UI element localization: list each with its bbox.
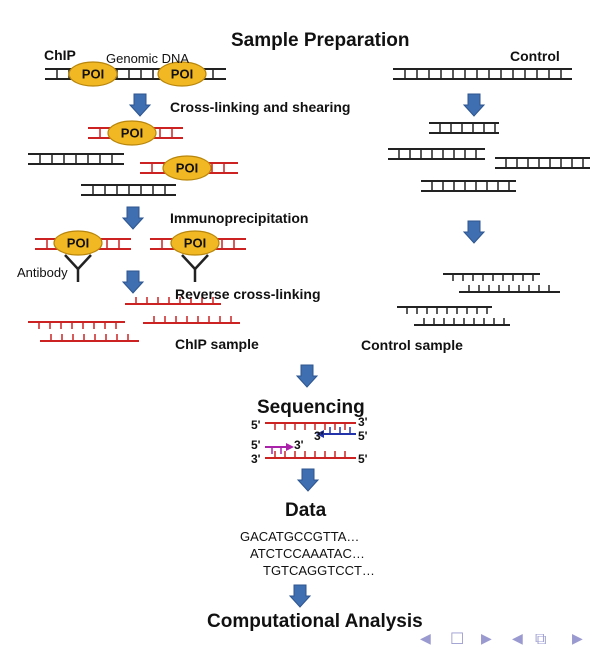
protein-poi-5: POI	[53, 230, 103, 256]
label-control: Control	[510, 48, 560, 64]
seq-primer-magenta	[265, 443, 294, 454]
label-data: Data	[285, 500, 327, 521]
protein-poi-6: POI	[170, 230, 220, 256]
label-sequencing: Sequencing	[257, 397, 365, 418]
antibody-1	[64, 254, 92, 282]
seq-primer2-3prime: 3'	[294, 438, 304, 452]
seq-primer1-3prime: 3'	[314, 429, 324, 443]
control-fragment-2	[388, 148, 485, 160]
antibody-2	[181, 254, 209, 282]
fragment-black-1	[28, 153, 124, 165]
svg-text:POI: POI	[121, 126, 143, 141]
control-single-strand-3	[397, 306, 492, 314]
chip-single-strand-2	[143, 316, 240, 324]
arrow-control-2	[462, 220, 486, 244]
label-chip-sample: ChIP sample	[175, 336, 259, 352]
section-icon[interactable]: ⧉	[535, 629, 547, 648]
fragment-black-2	[81, 184, 176, 196]
control-single-strand-4	[414, 318, 510, 326]
next-frame-icon[interactable]: ▶	[481, 631, 492, 647]
label-control-sample: Control sample	[361, 337, 463, 353]
sequence-read-1: GACATGCCGTTA…	[240, 529, 360, 544]
arrow-reverse	[121, 270, 145, 294]
frame-icon[interactable]: ☐	[450, 629, 465, 648]
control-fragment-4	[421, 180, 516, 192]
prev-frame-icon[interactable]: ◀	[420, 631, 431, 647]
prev-section-icon[interactable]: ◀	[512, 631, 523, 647]
seq-top-3prime: 3'	[358, 415, 368, 429]
control-single-strand-1	[443, 273, 540, 281]
arrow-to-data	[296, 468, 320, 492]
chip-single-strand-4	[40, 334, 139, 342]
protein-poi-1: POI	[68, 61, 118, 87]
arrow-control-1	[462, 93, 486, 117]
label-crosslinking: Cross-linking and shearing	[170, 99, 351, 115]
seq-primer2-5prime: 5'	[251, 438, 261, 452]
next-section-icon[interactable]: ▶	[572, 631, 583, 647]
arrow-to-sequencing	[295, 364, 319, 388]
protein-poi-3: POI	[107, 120, 157, 146]
protein-poi-4: POI	[162, 155, 212, 181]
label-immunoprecipitation: Immunoprecipitation	[170, 210, 309, 226]
label-genomic-dna: Genomic DNA	[106, 51, 190, 66]
svg-text:POI: POI	[82, 67, 104, 82]
genomic-dna-control	[393, 68, 572, 80]
label-reverse-crosslinking: Reverse cross-linking	[175, 286, 321, 302]
seq-primer-blue	[316, 427, 356, 438]
seq-template-top	[265, 422, 356, 430]
arrow-to-analysis	[288, 584, 312, 608]
chip-single-strand-1	[125, 297, 221, 305]
seq-template-bottom	[265, 451, 356, 459]
sequence-read-3: TGTCAGGTCCT…	[263, 563, 375, 578]
seq-bottom-5prime: 5'	[358, 452, 368, 466]
arrow-immunoprecipitation	[121, 206, 145, 230]
chip-single-strand-3	[28, 321, 125, 329]
control-fragment-3	[495, 157, 590, 169]
svg-text:POI: POI	[184, 236, 206, 251]
svg-text:POI: POI	[176, 161, 198, 176]
seq-top-5prime: 5'	[251, 418, 261, 432]
protein-poi-2: POI	[157, 61, 207, 87]
svg-text:POI: POI	[67, 236, 89, 251]
seq-bottom-3prime: 3'	[251, 452, 261, 466]
label-antibody: Antibody	[17, 265, 68, 280]
label-chip: ChIP	[44, 47, 76, 63]
control-single-strand-2	[459, 285, 560, 293]
svg-text:POI: POI	[171, 67, 193, 82]
sequence-read-2: ATCTCCAAATAC…	[250, 546, 365, 561]
title-sample-preparation: Sample Preparation	[231, 30, 410, 51]
arrow-crosslinking	[128, 93, 152, 117]
control-fragment-1	[429, 122, 499, 134]
seq-primer1-5prime: 5'	[358, 429, 368, 443]
label-computational-analysis: Computational Analysis	[207, 611, 423, 632]
